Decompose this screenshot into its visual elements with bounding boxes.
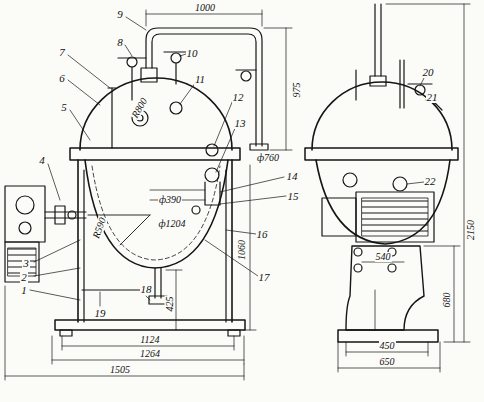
callout-number: 13 bbox=[234, 118, 247, 129]
callout-number: 8 bbox=[116, 37, 124, 48]
dimension-label: 1264 bbox=[139, 349, 161, 359]
dimension-label: 650 bbox=[379, 357, 396, 367]
callout-number: 6 bbox=[58, 73, 66, 84]
leader-lines bbox=[30, 17, 436, 306]
dimension-label: R590 bbox=[91, 215, 108, 240]
callout-number: 7 bbox=[58, 47, 66, 58]
callout-number: 20 bbox=[422, 67, 435, 78]
dimension-label: 450 bbox=[379, 341, 396, 351]
callout-number: 3 bbox=[22, 258, 30, 269]
callout-number: 2 bbox=[20, 272, 28, 283]
dimension-lines bbox=[338, 4, 470, 372]
callout-number: 11 bbox=[194, 74, 206, 85]
dimension-label: 680 bbox=[441, 292, 451, 309]
dimension-label: 1000 bbox=[194, 3, 216, 13]
callout-number: 16 bbox=[256, 229, 269, 240]
callout-number: 9 bbox=[116, 9, 124, 20]
dimension-label: 425 bbox=[164, 296, 174, 313]
callout-number: 12 bbox=[232, 92, 245, 103]
callout-number: 10 bbox=[186, 48, 199, 59]
dimension-label: ф1204 bbox=[157, 219, 186, 229]
dimension-label: ф390 bbox=[158, 195, 182, 205]
dimension-label: 1505 bbox=[109, 365, 131, 375]
callout-number: 1 bbox=[20, 285, 28, 296]
dimension-label: 540 bbox=[375, 252, 392, 262]
callout-number: 5 bbox=[60, 102, 68, 113]
callout-number: 22 bbox=[424, 176, 437, 187]
dimension-label: 1124 bbox=[139, 335, 160, 345]
dimension-label: 2150 bbox=[466, 219, 476, 241]
dimension-label: 975 bbox=[291, 82, 301, 99]
callout-number: 4 bbox=[38, 155, 46, 166]
dimension-label: 1060 bbox=[237, 239, 247, 261]
callout-number: 14 bbox=[286, 171, 299, 182]
dimension-label: R800 bbox=[130, 95, 150, 120]
callout-number: 17 bbox=[258, 272, 271, 283]
front-view bbox=[5, 28, 268, 336]
side-view bbox=[305, 4, 458, 342]
callout-number: 18 bbox=[140, 284, 153, 295]
callout-number: 19 bbox=[94, 308, 107, 319]
dimension-label: ф760 bbox=[256, 153, 280, 163]
callout-number: 21 bbox=[426, 92, 439, 103]
callout-number: 15 bbox=[287, 191, 300, 202]
dimension-lines bbox=[5, 10, 292, 380]
